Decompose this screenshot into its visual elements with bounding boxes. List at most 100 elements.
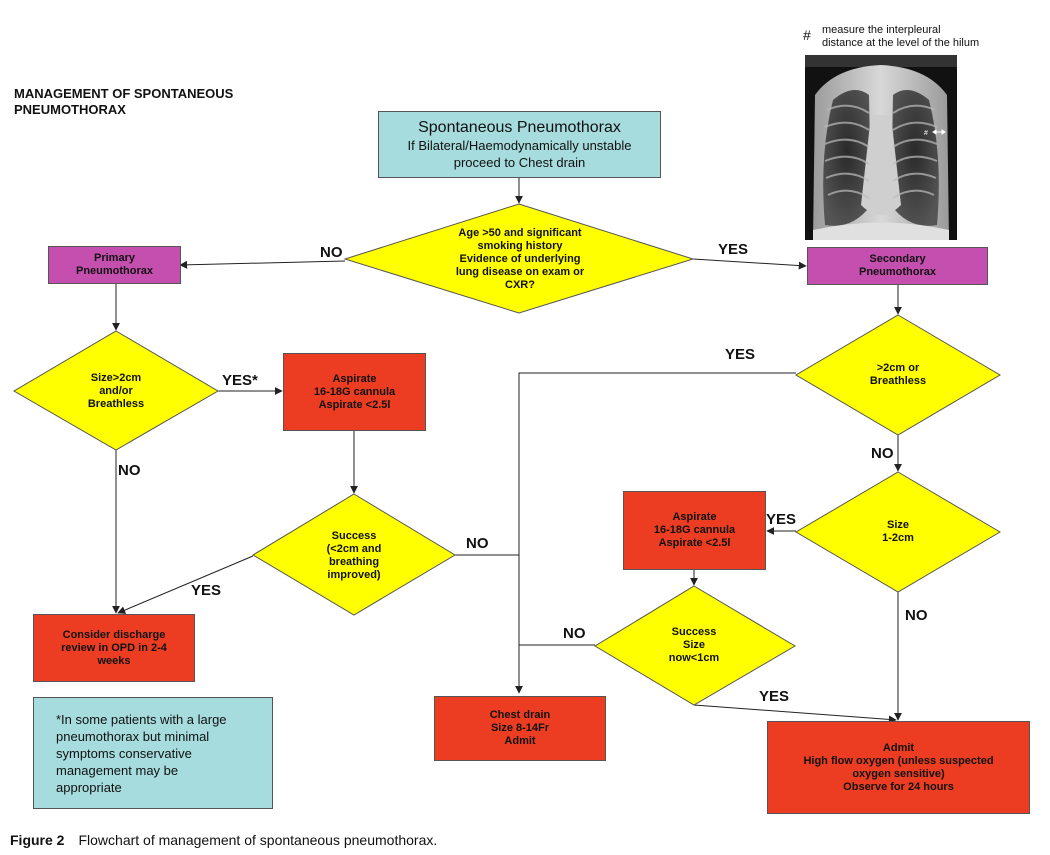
connector-secondary-yes-to-chestdrain	[515, 372, 796, 694]
discharge-box: Consider discharge review in OPD in 2-4 …	[33, 614, 195, 682]
label-no-size-secondary: NO	[871, 445, 894, 462]
start-box: Spontaneous Pneumothorax If Bilateral/Ha…	[378, 111, 661, 178]
xray-hash-mark: #	[924, 130, 928, 137]
chest-drain-line: Admit	[504, 735, 536, 747]
label-yes-size-secondary: YES	[725, 346, 756, 363]
primary-line: Pneumothorax	[75, 265, 153, 277]
chest-xray-image: #	[805, 55, 957, 240]
note-line: symptoms conservative	[56, 745, 192, 761]
decision-success-primary-line: improved)	[327, 569, 381, 581]
aspirate-primary-line: Aspirate	[332, 372, 377, 385]
aspirate-primary-box: Aspirate 16-18G cannula Aspirate <2.5l	[283, 353, 426, 431]
decision-diamond-size-secondary	[795, 314, 1001, 436]
secondary-line: Pneumothorax	[858, 266, 936, 278]
decision-success-secondary-line: now<1cm	[668, 651, 720, 664]
secondary-line: Secondary	[869, 253, 926, 265]
note-line: management may be	[56, 762, 179, 778]
label-yes-success-secondary: YES	[759, 688, 790, 705]
aspirate-primary-line: 16-18G cannula	[313, 385, 396, 398]
decision-size-primary-line: Breathless	[87, 397, 145, 410]
note-line: *In some patients with a large	[56, 711, 227, 727]
aspirate-secondary-line: Aspirate	[672, 511, 717, 523]
connector-age-to-secondary	[692, 258, 807, 270]
decision-diamond-age	[343, 203, 695, 314]
decision-size-12-text: Size 1-2cm	[848, 518, 948, 546]
start-box-title: Spontaneous Pneumothorax	[418, 119, 621, 136]
discharge-line: Consider discharge	[62, 628, 166, 641]
label-no-primary: NO	[320, 244, 343, 261]
decision-size-primary-line: and/or	[99, 384, 133, 397]
secondary-pneumothorax-box: Secondary Pneumothorax	[807, 247, 988, 285]
label-yes-star: YES*	[222, 372, 258, 389]
decision-age-text: Age >50 and significant smoking history …	[430, 222, 610, 296]
note-box: *In some patients with a large pneumotho…	[33, 697, 273, 809]
chest-xray-drawing: #	[805, 55, 957, 240]
decision-age-line: Evidence of underlying	[459, 252, 581, 265]
decision-size-secondary-line: Breathless	[869, 375, 927, 387]
start-box-line: proceed to Chest drain	[453, 155, 586, 170]
decision-diamond-size-primary	[13, 330, 219, 451]
connector-success-to-discharge	[117, 555, 254, 614]
decision-success-secondary-line: Success	[671, 625, 717, 638]
decision-diamond-success-primary	[252, 493, 456, 616]
decision-success-primary-text: Success (<2cm and breathing improved)	[304, 528, 404, 584]
figure-caption: Figure 2 Flowchart of management of spont…	[10, 832, 437, 848]
decision-success-secondary-line: Size	[682, 638, 705, 651]
decision-size-secondary-text: >2cm or Breathless	[848, 361, 948, 389]
aspirate-secondary-line: 16-18G cannula	[653, 524, 736, 536]
aspirate-secondary-box: Aspirate 16-18G cannula Aspirate <2.5l	[623, 491, 766, 570]
label-no-size-primary: NO	[118, 462, 141, 479]
note-line: pneumothorax but minimal	[56, 728, 210, 744]
chest-drain-box: Chest drain Size 8-14Fr Admit	[434, 696, 606, 761]
decision-size-12-line: Size	[886, 519, 909, 531]
title-line: MANAGEMENT OF SPONTANEOUS	[14, 86, 234, 101]
label-yes-size-12: YES	[766, 511, 797, 528]
figure-number: Figure 2	[10, 832, 65, 848]
decision-size-secondary-line: >2cm or	[876, 362, 920, 374]
admit-line: oxygen sensitive)	[852, 767, 945, 780]
decision-size-primary-text: Size>2cm and/or Breathless	[66, 370, 166, 412]
decision-age-line: Age >50 and significant	[458, 226, 582, 239]
connector-success2-to-admit	[693, 704, 897, 724]
decision-age-line: lung disease on exam or	[455, 265, 585, 278]
discharge-line: weeks	[97, 654, 131, 667]
decision-size-primary-line: Size>2cm	[90, 371, 142, 384]
decision-success-secondary-text: Success Size now<1cm	[644, 624, 744, 666]
decision-age-line: CXR?	[505, 278, 535, 291]
decision-diamond-success-secondary	[594, 585, 796, 706]
chest-drain-line: Size 8-14Fr	[490, 722, 550, 734]
caption-text: Flowchart of management of spontaneous p…	[78, 832, 438, 848]
decision-size-12-line: 1-2cm	[882, 532, 914, 544]
aspirate-primary-line: Aspirate <2.5l	[318, 398, 391, 411]
decision-age-line: smoking history	[477, 239, 563, 252]
title-line: PNEUMOTHORAX	[14, 102, 126, 117]
page-title: MANAGEMENT OF SPONTANEOUS PNEUMOTHORAX	[14, 86, 233, 118]
discharge-line: review in OPD in 2-4	[61, 641, 167, 654]
connector-age-to-primary	[179, 260, 346, 269]
admit-line: Admit	[882, 741, 915, 754]
note-line: appropriate	[56, 779, 122, 795]
primary-pneumothorax-box: Primary Pneumothorax	[48, 246, 181, 284]
hash-mark: #	[803, 27, 811, 43]
decision-diamond-size-12	[795, 471, 1001, 593]
decision-success-primary-line: Success	[331, 530, 377, 542]
decision-success-primary-line: breathing	[328, 556, 380, 568]
admit-line: Observe for 24 hours	[843, 780, 954, 793]
start-box-line: If Bilateral/Haemodynamically unstable	[407, 138, 632, 153]
label-no-success-primary: NO	[466, 535, 489, 552]
admit-box: Admit High flow oxygen (unless suspected…	[767, 721, 1030, 814]
decision-success-primary-line: (<2cm and	[326, 543, 382, 555]
chest-drain-line: Chest drain	[489, 709, 551, 721]
xray-note-line: measure the interpleural	[822, 24, 941, 36]
xray-note: # measure the interpleural distance at t…	[800, 24, 979, 50]
label-yes-secondary: YES	[718, 241, 749, 258]
label-no-success-secondary: NO	[563, 625, 586, 642]
admit-line: High flow oxygen (unless suspected	[803, 754, 994, 767]
xray-note-line: distance at the level of the hilum	[822, 37, 980, 49]
primary-line: Primary	[94, 252, 135, 264]
label-no-size-12: NO	[905, 607, 928, 624]
label-yes-success-primary: YES	[191, 582, 222, 599]
aspirate-secondary-line: Aspirate <2.5l	[658, 537, 731, 549]
interpleural-arrow	[932, 129, 946, 135]
